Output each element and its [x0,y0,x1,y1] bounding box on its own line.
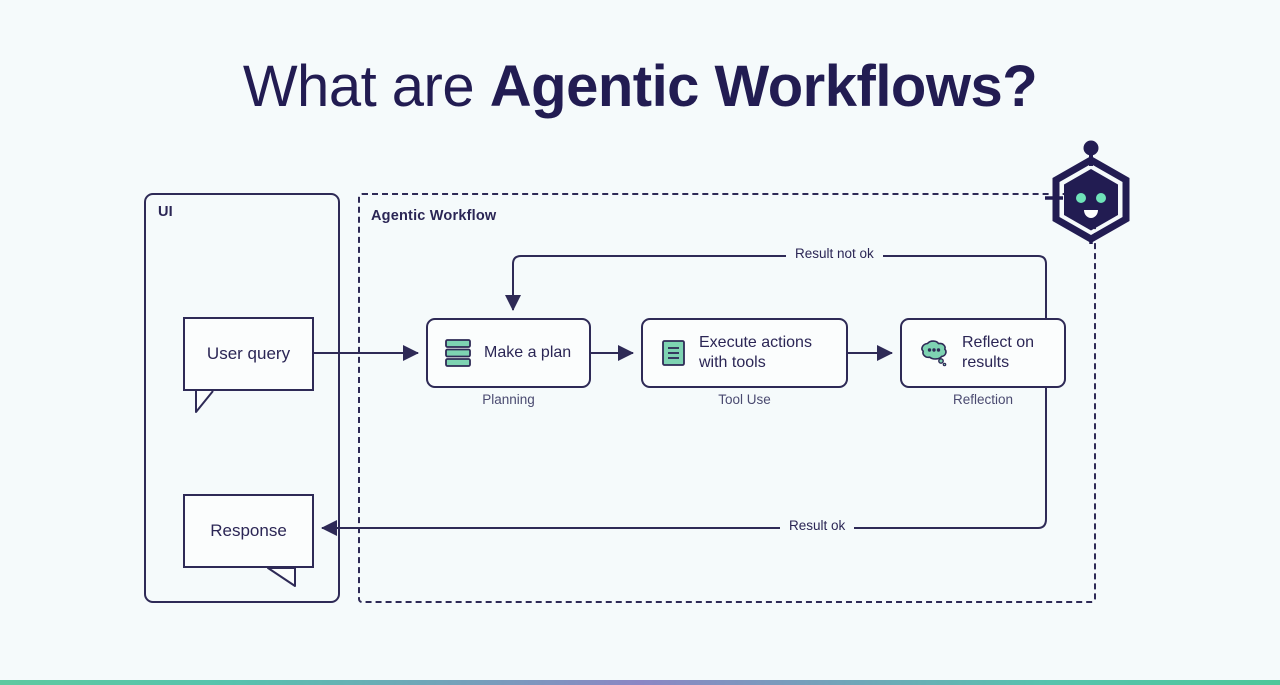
step-caption-planning: Planning [482,392,535,407]
step-title-planning: Make a plan [484,344,572,361]
step-card-planning: Make a plan [426,318,591,388]
stacked-layers-icon [445,339,471,367]
edge-label-result-not-ok: Result not ok [786,246,883,261]
step-title-reflection-line2: results [962,354,1010,371]
step-title-reflection: Reflect on results [962,333,1034,373]
response-bubble: Response [183,494,314,568]
step-title-tool-use-line2: with tools [699,354,766,371]
response-text: Response [210,521,287,540]
agentic-workflow-label: Agentic Workflow [371,208,497,224]
step-title-tool-use-line1: Execute actions [699,334,812,351]
step-caption-tool-use: Tool Use [718,392,771,407]
step-title-reflection-line1: Reflect on [962,334,1035,351]
user-query-text: User query [206,344,291,363]
page-title: What are Agentic Workflows? [0,52,1280,122]
step-title-tool-use: Execute actions with tools [699,333,812,373]
step-card-reflection: Reflect on results [900,318,1066,388]
page-title-bold: Agentic Workflows? [489,54,1038,119]
edge-label-result-ok: Result ok [780,518,855,533]
ui-container-label: UI [158,204,173,220]
thought-bubble-icon [921,340,947,367]
agent-robot-icon [1045,140,1130,244]
user-query-bubble: User query [183,317,314,391]
step-caption-reflection: Reflection [952,392,1014,407]
document-lines-icon [662,340,685,366]
page-title-light: What are [242,54,490,119]
bottom-gradient-bar [0,680,1280,685]
step-card-tool-use: Execute actions with tools [641,318,848,388]
